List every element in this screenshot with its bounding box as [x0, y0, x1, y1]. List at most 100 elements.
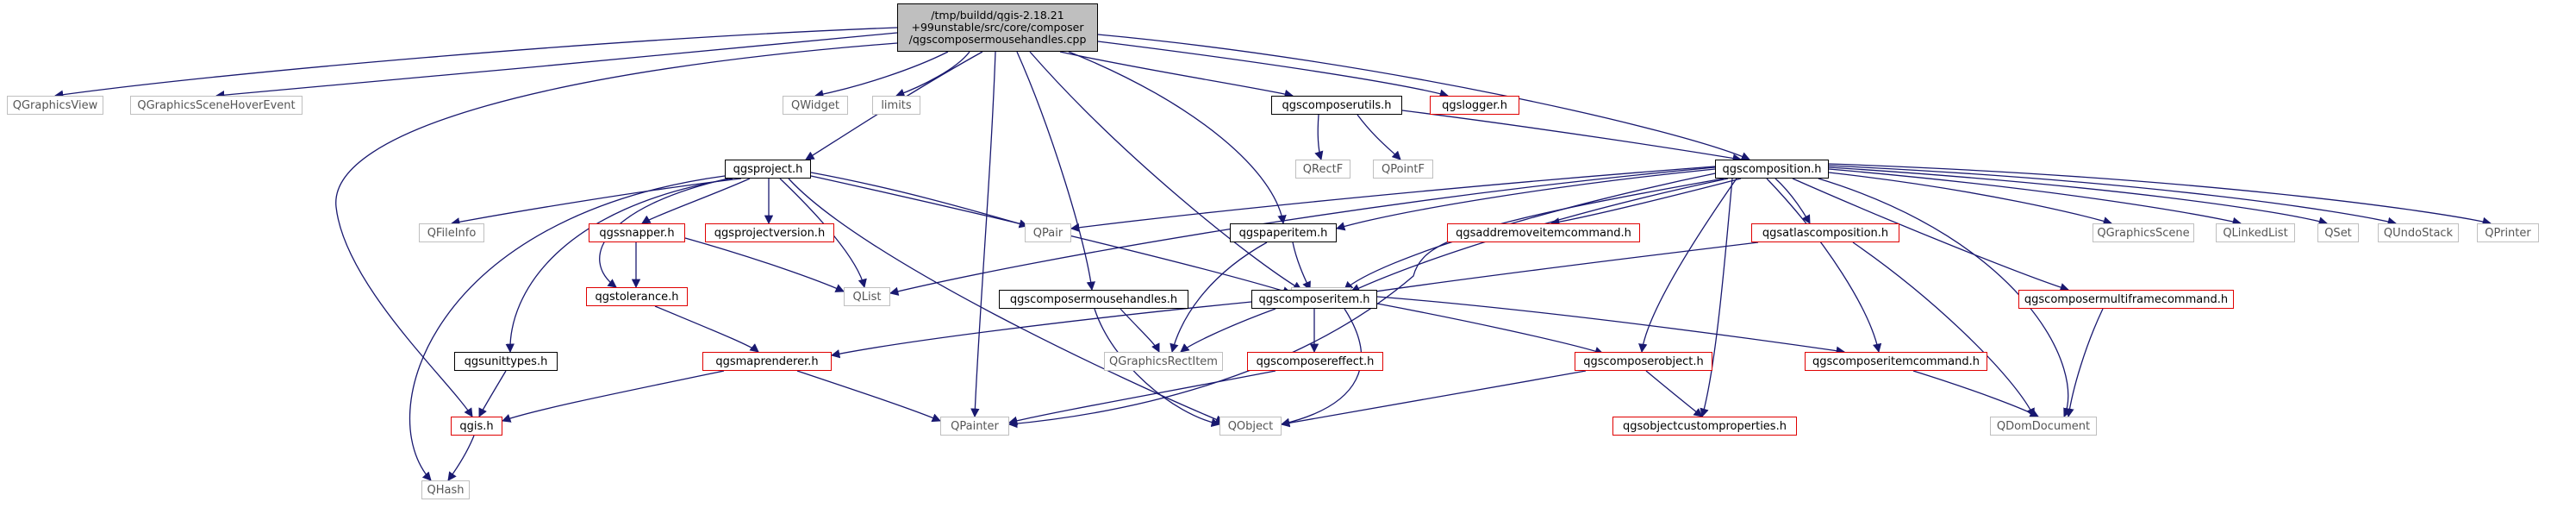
- root-file-line-1: /tmp/buildd/qgis-2.18.21: [931, 9, 1064, 22]
- node-qgscomposition[interactable]: qgscomposition.h: [1715, 160, 1829, 179]
- edge-root-qgraphicsview: [53, 27, 898, 99]
- edge-root-qgraphicsscenehoverevent: [215, 32, 898, 100]
- node-qgscomposereffect[interactable]: qgscomposereffect.h: [1247, 352, 1383, 371]
- node-qhash: QHash: [421, 480, 470, 499]
- edge-composition-qprinter: [1828, 163, 2492, 226]
- edge-mousehandles-qgraphicsrectitem: [1120, 308, 1160, 353]
- edge-composeritem-qgraphicsrectitem: [1180, 308, 1276, 353]
- edge-tolerance-qgsmaprenderer: [654, 305, 759, 353]
- node-qgstolerance[interactable]: qgstolerance.h: [586, 287, 688, 306]
- node-qgsprojectversion[interactable]: qgsprojectversion.h: [705, 223, 834, 242]
- edge-composition-qgscomposerobject: [1638, 178, 1737, 354]
- node-qdomdocument: QDomDocument: [1990, 417, 2097, 436]
- edge-root-limits: [895, 51, 970, 97]
- edge-utils-qgscomposition: [1401, 110, 1743, 163]
- edge-project-qhash: [409, 175, 726, 481]
- node-qgscomposeritem[interactable]: qgscomposeritem.h: [1251, 290, 1377, 309]
- edge-composition-qgscomposeritemcommand: [1766, 178, 1882, 354]
- edge-root-qwidget: [814, 51, 949, 99]
- edge-utils-qrectf: [1314, 114, 1324, 160]
- edge-atlas-memory: [1350, 241, 1759, 298]
- edge-composeritem-qgscomposeritemcommand: [1376, 296, 1846, 355]
- edge-composition-qset: [1828, 166, 2329, 226]
- edge-root-qgis: [335, 42, 898, 417]
- node-qwidget: QWidget: [783, 96, 848, 115]
- node-qgscomposermousehandles[interactable]: qgscomposermousehandles.h: [999, 290, 1188, 309]
- edge-qgis-qhash: [447, 435, 475, 481]
- edge-root-qgslogger: [1097, 41, 1450, 98]
- node-qgraphicsrectitem: QGraphicsRectItem: [1104, 352, 1223, 371]
- root-file-node[interactable]: /tmp/buildd/qgis-2.18.21 +99unstable/src…: [897, 3, 1098, 52]
- node-qpointf: QPointF: [1373, 160, 1433, 179]
- edge-snapper-qlist: [684, 237, 845, 292]
- node-qgsmaprenderer[interactable]: qgsmaprenderer.h: [702, 352, 832, 371]
- edge-paperitem-qgscomposeritem: [1292, 241, 1311, 291]
- edge-composition-qgsatlascomposition: [1775, 178, 1811, 224]
- edge-composition-qgraphicsscene: [1828, 172, 2112, 226]
- node-qundostack: QUndoStack: [2378, 223, 2459, 242]
- edge-root-qgsproject: [805, 51, 983, 160]
- edge-root-qgscomposeritem: [1029, 51, 1302, 291]
- node-qgslogger[interactable]: qgslogger.h: [1430, 96, 1519, 115]
- edge-paperitem-qgraphicsrectitem: [1169, 241, 1268, 354]
- edge-composition-qundostack: [1828, 165, 2398, 226]
- edge-composerobject-qobject: [1280, 370, 1587, 428]
- edge-project-memory: [810, 175, 1292, 296]
- node-qgsproject[interactable]: qgsproject.h: [725, 160, 811, 179]
- node-qgis[interactable]: qgis.h: [451, 417, 502, 436]
- node-qset: QSet: [2317, 223, 2359, 242]
- edge-project-qgsunittypes: [505, 178, 733, 354]
- node-qgraphicsview: QGraphicsView: [7, 96, 103, 115]
- edge-composition-qgspaperitem: [1336, 168, 1716, 231]
- edge-utils-qpointf: [1357, 114, 1401, 160]
- edge-composeritem-qobject: [1280, 308, 1363, 427]
- node-qgssnapper[interactable]: qgssnapper.h: [589, 223, 685, 242]
- root-file-line-3: /qgscomposermousehandles.cpp: [908, 33, 1087, 46]
- node-qrectf: QRectF: [1295, 160, 1350, 179]
- node-limits: limits: [872, 96, 920, 115]
- node-qlinkedlist: QLinkedList: [2216, 223, 2295, 242]
- node-qpair: QPair: [1025, 223, 1071, 242]
- edge-composeritem-qgsmaprenderer: [830, 301, 1252, 359]
- node-qgsatlascomposition[interactable]: qgsatlascomposition.h: [1751, 223, 1899, 242]
- node-qgsaddremoveitemcommand[interactable]: qgsaddremoveitemcommand.h: [1447, 223, 1640, 242]
- node-qgsunittypes[interactable]: qgsunittypes.h: [454, 352, 558, 371]
- edge-project-qgssnapper: [641, 178, 751, 224]
- edge-root-qgspaperitem: [1068, 51, 1287, 225]
- edge-unittypes-qgis: [478, 370, 507, 417]
- node-qlist: QList: [844, 287, 890, 306]
- node-qgsobjectcustomproperties[interactable]: qgsobjectcustomproperties.h: [1612, 417, 1797, 436]
- edge-composition-qpainter: [1007, 178, 1725, 429]
- node-qprinter: QPrinter: [2477, 223, 2539, 242]
- edge-project-qfileinfo: [450, 178, 742, 227]
- edge-root-qgscomposerutils: [1059, 51, 1294, 99]
- edge-multiframe-qdomdocument: [2065, 308, 2104, 418]
- node-qgscomposerobject[interactable]: qgscomposerobject.h: [1575, 352, 1712, 371]
- edge-maprenderer-qpainter: [796, 370, 941, 423]
- root-file-line-2: +99unstable/src/core/composer: [911, 21, 1084, 34]
- node-qgraphicsscenehoverevent: QGraphicsSceneHoverEvent: [130, 96, 303, 115]
- edge-atlas-qdomdocument: [1852, 241, 2035, 417]
- node-qgraphicsscene: QGraphicsScene: [2093, 223, 2194, 242]
- node-qgspaperitem[interactable]: qgspaperitem.h: [1230, 223, 1337, 242]
- edge-root-qgscomposition: [1097, 34, 1750, 161]
- node-qobject: QObject: [1219, 417, 1282, 436]
- edge-composition-qgsaddremoveitemcommand: [1550, 178, 1742, 227]
- node-qgscomposerutils[interactable]: qgscomposerutils.h: [1271, 96, 1402, 115]
- node-qpainter: QPainter: [940, 417, 1009, 436]
- edge-maprenderer-qgis: [502, 370, 725, 423]
- edge-composition-qpair: [1070, 166, 1716, 232]
- edge-composeritem-qgscomposerobject: [1376, 303, 1604, 355]
- edge-root-qgscomposermousehandles: [1016, 51, 1095, 292]
- node-qfileinfo: QFileInfo: [419, 223, 484, 242]
- edge-composition-qgscomposermultiframecommand: [1792, 178, 2069, 292]
- edge-root-qpainter: [970, 51, 996, 418]
- node-qgscomposermultiframecommand[interactable]: qgscomposermultiframecommand.h: [2018, 290, 2234, 309]
- node-qgscomposeritemcommand[interactable]: qgscomposeritemcommand.h: [1805, 352, 1987, 371]
- edge-composition-qlinkedlist: [1828, 168, 2242, 227]
- edge-project-qobject: [788, 178, 1225, 424]
- edge-mousehandles-qobject: [1094, 308, 1221, 428]
- edge-composereffect-qpainter: [1007, 370, 1276, 425]
- edge-composerobject-qgsobjectcustomproperties: [1645, 370, 1703, 417]
